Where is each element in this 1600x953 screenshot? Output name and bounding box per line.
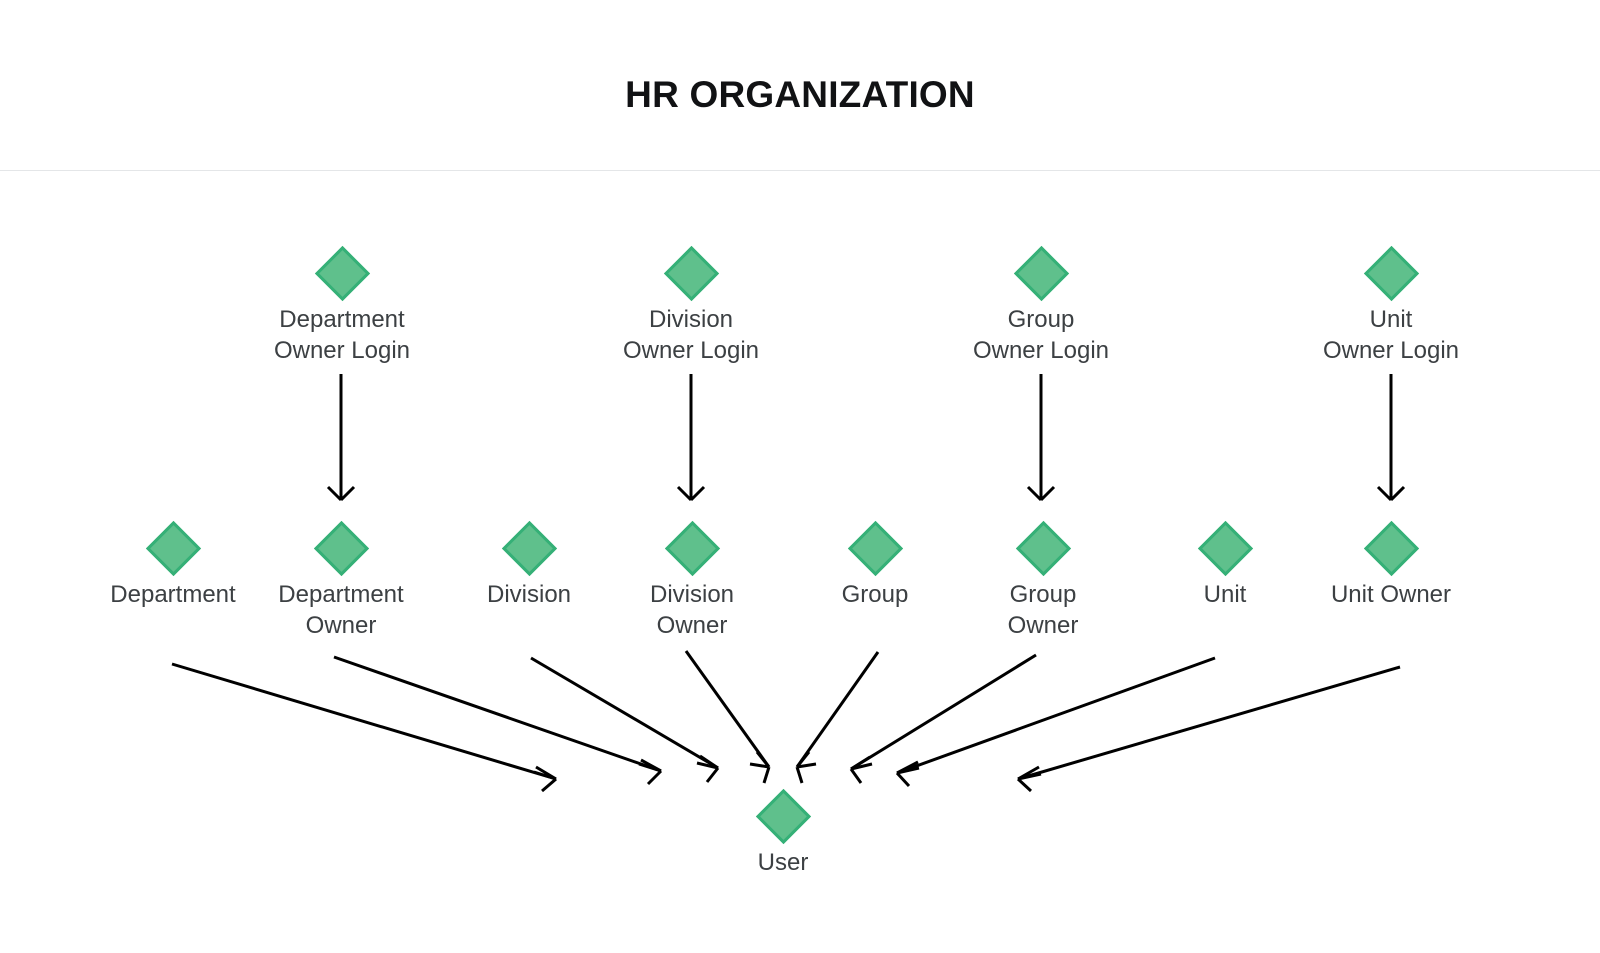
page-header: HR ORGANIZATION [0,0,1600,171]
page-title: HR ORGANIZATION [625,74,975,115]
diamond-icon [931,245,1151,301]
node-label: Group Owner [1007,581,1079,639]
node-label: Division Owner Login [622,306,760,364]
node-department-owner[interactable]: Department Owner [231,520,451,641]
node-unit-owner-login[interactable]: Unit Owner Login [1281,245,1501,366]
node-label: Department Owner Login [273,306,411,364]
node-department[interactable]: Department [63,520,283,610]
node-department-owner-login[interactable]: Department Owner Login [232,245,452,366]
diamond-icon [1281,245,1501,301]
diamond-icon [581,245,801,301]
diamond-icon [1281,520,1501,576]
node-group-owner-login[interactable]: Group Owner Login [931,245,1151,366]
diamond-icon [673,788,893,844]
node-user[interactable]: User [673,788,893,878]
node-group[interactable]: Group [765,520,985,610]
node-division-owner[interactable]: Division Owner [582,520,802,641]
node-label: Division [486,581,572,608]
node-unit[interactable]: Unit [1115,520,1335,610]
node-label: Group [841,581,909,608]
node-label: Department Owner [278,581,404,639]
node-group-owner[interactable]: Group Owner [933,520,1153,641]
node-label: Unit [1203,581,1247,608]
node-label: Division Owner [649,581,735,639]
node-label: User [757,849,809,876]
node-division-owner-login[interactable]: Division Owner Login [581,245,801,366]
node-label: Department [110,581,236,608]
node-division[interactable]: Division [419,520,639,610]
node-label: Group Owner Login [972,306,1110,364]
node-unit-owner[interactable]: Unit Owner [1281,520,1501,610]
diamond-icon [232,245,452,301]
node-label: Unit Owner Login [1322,306,1460,364]
diamond-icon [231,520,451,576]
node-label: Unit Owner [1330,581,1452,608]
